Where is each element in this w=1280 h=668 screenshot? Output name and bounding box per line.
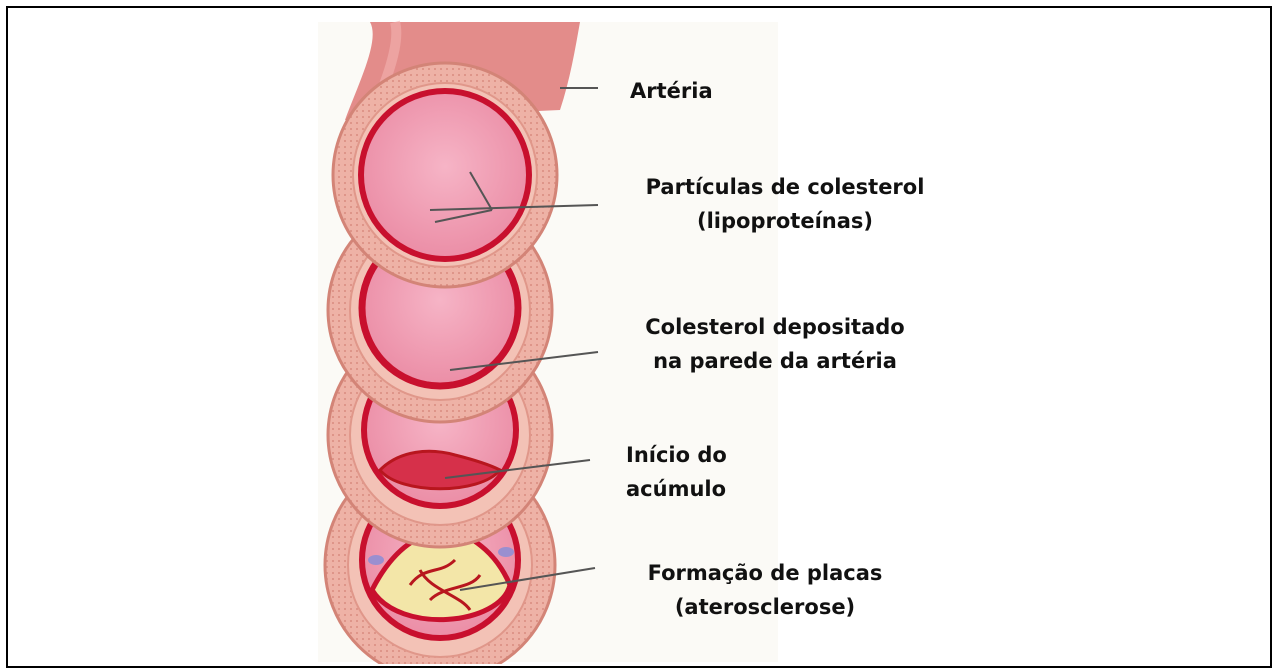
label-depositado: Colesterol depositado na parede da artér…	[605, 310, 945, 378]
label-depositado-line2: na parede da artéria	[605, 344, 945, 378]
label-inicio-line2: acúmulo	[626, 472, 727, 506]
label-arteria: Artéria	[630, 74, 713, 108]
label-inicio-line1: Início do	[626, 438, 727, 472]
label-formacao-line1: Formação de placas	[615, 556, 915, 590]
label-formacao-line2: (aterosclerose)	[615, 590, 915, 624]
label-particulas: Partículas de colesterol (lipoproteínas)	[610, 170, 960, 238]
label-formacao: Formação de placas (aterosclerose)	[615, 556, 915, 624]
label-particulas-line2: (lipoproteínas)	[610, 204, 960, 238]
label-inicio: Início do acúmulo	[626, 438, 727, 506]
label-particulas-line1: Partículas de colesterol	[610, 170, 960, 204]
cross-section-particulas	[333, 63, 557, 287]
label-depositado-line1: Colesterol depositado	[605, 310, 945, 344]
